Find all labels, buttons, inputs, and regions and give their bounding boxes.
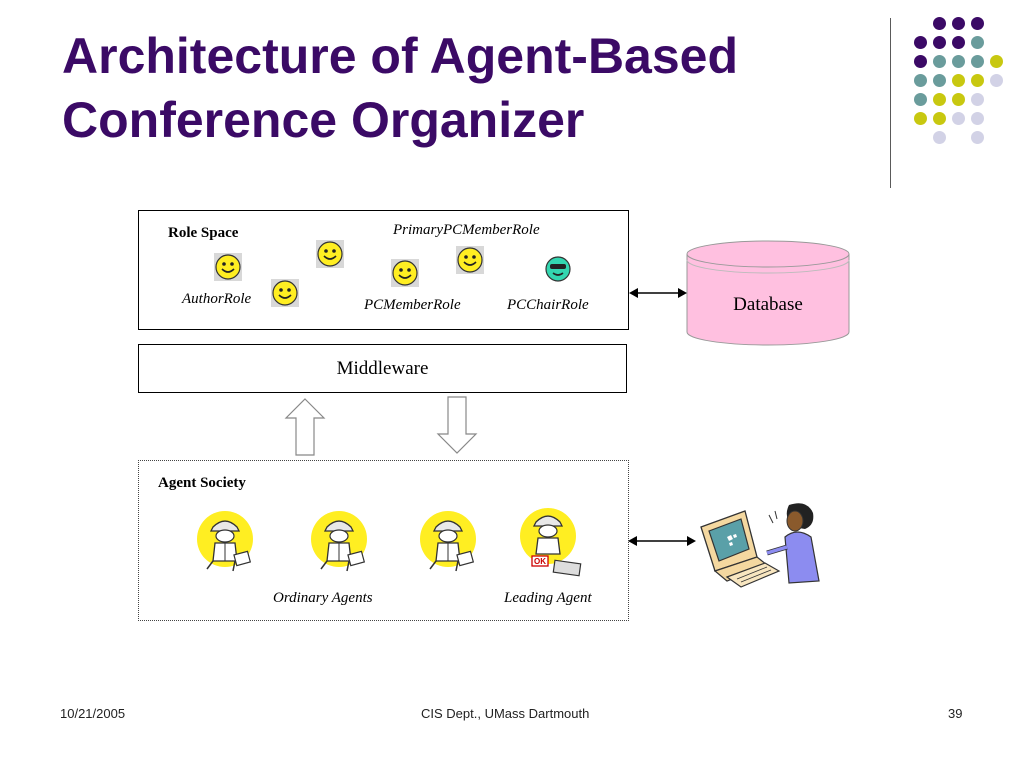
role-space-label: Role Space [168, 225, 239, 241]
database-label: Database [733, 294, 803, 315]
pc-chair-role-label: PCChairRole [507, 297, 589, 313]
pc-member-role-smiley-icon [391, 259, 419, 287]
pc-chair-role-sunglasses-smiley-icon [545, 256, 571, 282]
ordinary-agent-detective-icon [197, 511, 253, 572]
person-at-computer-icon [700, 503, 820, 588]
ordinary-agents-label: Ordinary Agents [273, 590, 373, 606]
ordinary-agent-detective-icon [311, 511, 367, 572]
decorative-dot [933, 17, 946, 30]
pc-member-role-label: PCMemberRole [364, 297, 461, 313]
down-block-arrow [436, 396, 478, 454]
middleware-label: Middleware [336, 358, 429, 379]
decorative-dot [952, 112, 965, 125]
society-user-double-arrow [628, 536, 696, 546]
decorative-dot [990, 55, 1003, 68]
slide-title-line2: Conference Organizer [62, 92, 585, 148]
primary-pc-member-role-label: PrimaryPCMemberRole [393, 222, 540, 238]
decorative-dot [933, 112, 946, 125]
author-role-label: AuthorRole [182, 291, 252, 307]
up-block-arrow [284, 398, 326, 456]
decorative-dot [971, 93, 984, 106]
decorative-dot [933, 74, 946, 87]
slide-title: Architecture of Agent-Based Conference O… [62, 24, 862, 152]
ordinary-agent-detective-icon [420, 511, 476, 572]
slide-title-line1: Architecture of Agent-Based [62, 28, 739, 84]
footer-page-number: 39 [948, 706, 963, 721]
decorative-dot [971, 55, 984, 68]
decorative-dot [914, 36, 927, 49]
primary-pc-member-role-smiley-icon [456, 246, 484, 274]
footer-department: CIS Dept., UMass Dartmouth [421, 706, 590, 721]
divider-line [890, 18, 891, 188]
decorative-dot [971, 36, 984, 49]
agent-society-box [138, 460, 629, 621]
agent-society-label: Agent Society [158, 475, 246, 491]
footer-date: 10/21/2005 [60, 706, 126, 721]
role-space-database-double-arrow [629, 288, 687, 298]
author-role-smiley-icon [271, 279, 299, 307]
role-smiley-icon [316, 240, 344, 268]
decorative-dot [914, 74, 927, 87]
decorative-dot [914, 93, 927, 106]
leading-agent-detective-icon: OK [520, 508, 582, 577]
ok-stamp-text: OK [534, 557, 546, 566]
decorative-dot [914, 55, 927, 68]
role-space-box [138, 210, 629, 330]
middleware-box: Middleware [138, 344, 627, 393]
decorative-dot [933, 131, 946, 144]
decorative-dot [933, 55, 946, 68]
decorative-dot [971, 74, 984, 87]
decorative-dot [971, 131, 984, 144]
author-role-smiley-icon [214, 253, 242, 281]
decorative-dot [914, 112, 927, 125]
decorative-dot [952, 93, 965, 106]
decorative-dot [990, 74, 1003, 87]
decorative-dot [933, 93, 946, 106]
decorative-dot [971, 17, 984, 30]
decorative-dot [933, 36, 946, 49]
decorative-dot [952, 55, 965, 68]
leading-agent-label: Leading Agent [504, 590, 592, 606]
decorative-dot [952, 74, 965, 87]
database-cylinder [686, 240, 850, 346]
decorative-dot [952, 17, 965, 30]
decorative-dot [952, 36, 965, 49]
decorative-dot [971, 112, 984, 125]
